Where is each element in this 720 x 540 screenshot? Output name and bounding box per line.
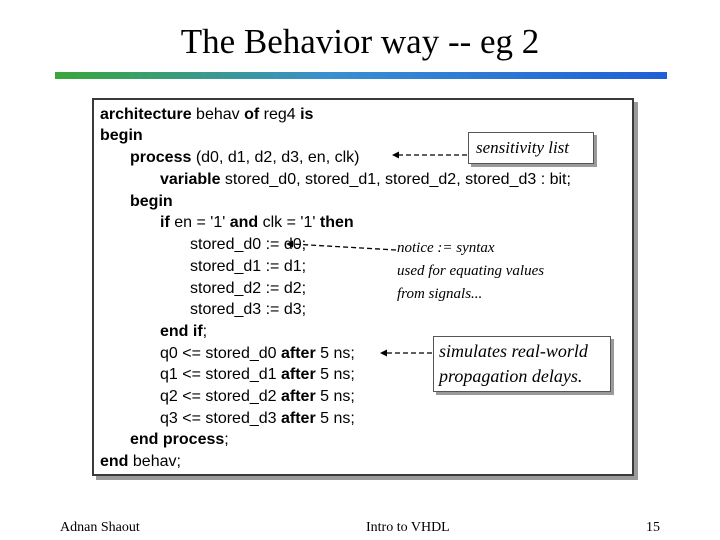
code-line-17: end behav;: [100, 453, 181, 470]
code-line-7: stored_d0 := d0;: [190, 236, 307, 253]
code-line-2: begin: [100, 127, 143, 144]
code-line-15: q3 <= stored_d3 after 5 ns;: [160, 410, 355, 427]
footer-course: Intro to VHDL: [366, 520, 450, 535]
code-line-13: q1 <= stored_d1 after 5 ns;: [160, 366, 355, 383]
code-line-8: stored_d1 := d1;: [190, 258, 307, 275]
propagation-callout: [433, 336, 611, 392]
slide-title: The Behavior way -- eg 2: [180, 22, 540, 61]
notice-arrowhead: [286, 240, 293, 248]
code-line-10: stored_d3 := d3;: [190, 301, 307, 318]
code-line-6: if en = '1' and clk = '1' then: [160, 214, 354, 231]
footer-page-number: 15: [646, 520, 660, 535]
sensitivity-list-label: sensitivity list: [476, 138, 570, 157]
notice-syntax-line-3: from signals...: [397, 286, 483, 302]
notice-syntax-line-2: used for equating values: [397, 263, 545, 279]
code-line-1: architecture behav of reg4 is: [100, 106, 314, 123]
code-line-4: variable stored_d0, stored_d1, stored_d2…: [160, 171, 571, 188]
code-line-12: q0 <= stored_d0 after 5 ns;: [160, 345, 355, 362]
sensitivity-arrowhead: [392, 151, 399, 159]
code-line-9: stored_d2 := d2;: [190, 280, 307, 297]
code-line-14: q2 <= stored_d2 after 5 ns;: [160, 388, 355, 405]
code-line-16: end process;: [130, 431, 229, 448]
notice-syntax-line-1: notice := syntax: [397, 240, 495, 256]
code-line-3: process (d0, d1, d2, d3, en, clk): [130, 149, 360, 166]
code-line-11: end if;: [160, 323, 208, 340]
notice-arrow-line: [291, 243, 397, 251]
sensitivity-list-callout: [468, 132, 594, 164]
code-line-5: begin: [130, 193, 173, 210]
propagation-note-line-1: simulates real-world: [439, 341, 588, 361]
title-underline-bar: [55, 72, 667, 79]
footer-author: Adnan Shaout: [60, 520, 140, 535]
propagation-note-line-2: propagation delays.: [439, 366, 583, 386]
propagation-arrowhead: [380, 349, 387, 357]
